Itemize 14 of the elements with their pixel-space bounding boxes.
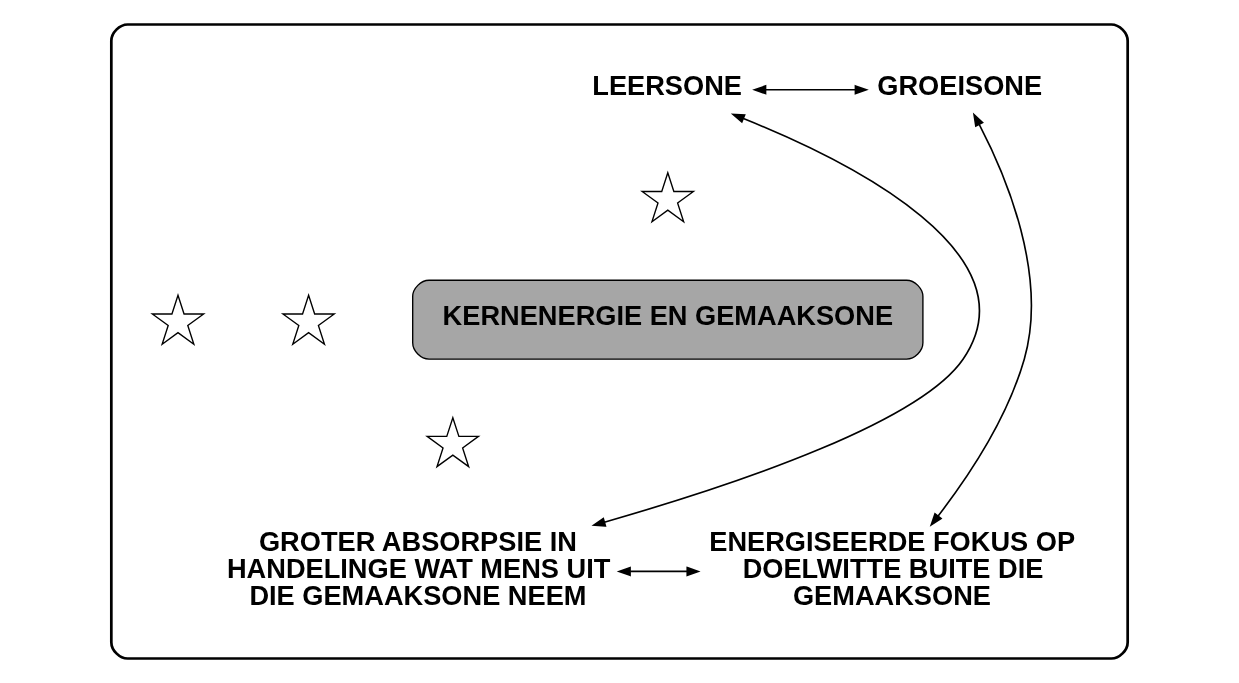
node-text: LEERSONE xyxy=(592,70,742,102)
cluster xyxy=(109,23,1130,660)
node-star xyxy=(280,293,337,346)
arrow xyxy=(591,113,981,527)
node-text: GROEISONE xyxy=(877,70,1043,102)
arrow xyxy=(752,84,869,95)
node-text: ENERGISEERDE FOKUS OP DOELWITTE BUITE DIE GEMAAKSONE xyxy=(709,526,1076,612)
node-text: GROTER ABSORPSIE IN HANDELINGE WAT MENS UIT DIE GEMAAKSONE NEEM xyxy=(226,526,611,612)
node-star xyxy=(640,170,696,224)
node-star xyxy=(150,293,206,346)
node-box: KERNENERGIE EN GEMAAKSONE xyxy=(412,279,924,360)
node-star xyxy=(425,415,481,469)
arrow xyxy=(929,112,1032,527)
arrow xyxy=(616,566,701,577)
